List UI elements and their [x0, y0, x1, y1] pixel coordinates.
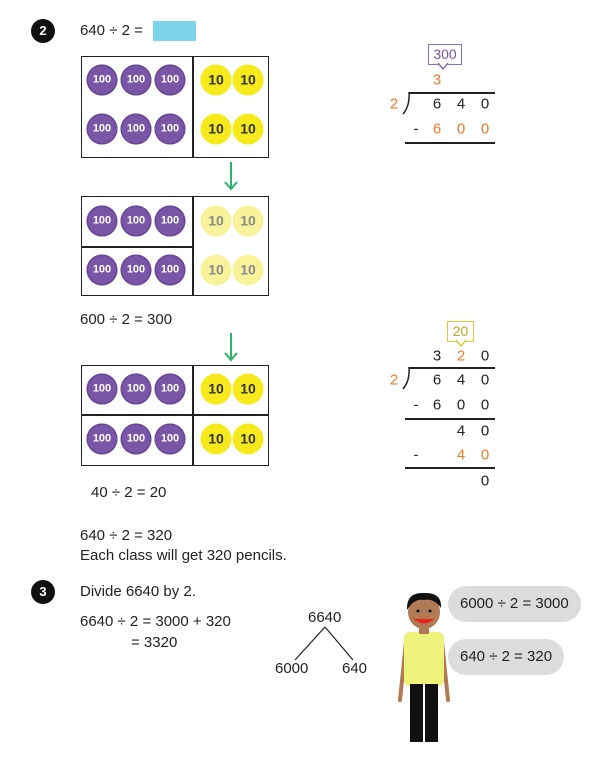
- hint-box: 20: [447, 321, 474, 342]
- division-line: [405, 142, 495, 144]
- division-line: [405, 467, 495, 469]
- ten-counter: 10: [200, 205, 232, 237]
- ten-counter: 10: [200, 423, 232, 455]
- dividend-digit: 4: [456, 371, 466, 389]
- divider: [192, 365, 194, 466]
- ten-counter: 10: [232, 254, 264, 286]
- hundred-counter: 100: [120, 64, 152, 96]
- ten-counter: 10: [200, 113, 232, 145]
- division-bar: [409, 92, 495, 94]
- hundred-counter: 100: [154, 113, 186, 145]
- number-bond-lines: [294, 626, 354, 661]
- dividend-digit: 6: [432, 95, 442, 113]
- speech-bubble: 640 ÷ 2 = 320: [448, 639, 565, 675]
- quotient-digit: 3: [432, 347, 442, 365]
- ten-counter: 10: [232, 205, 264, 237]
- question-number-2: 2: [31, 19, 55, 43]
- ten-counter: 10: [232, 64, 264, 96]
- subtract-digit: 6: [432, 396, 442, 414]
- remainder-digit: 4: [456, 422, 466, 440]
- ten-counter: 10: [232, 373, 264, 405]
- minus-sign: -: [413, 446, 419, 464]
- divisor: 2: [389, 95, 399, 113]
- answer-blank[interactable]: [153, 21, 196, 41]
- hundred-counter: 100: [120, 423, 152, 455]
- ten-counter: 10: [232, 423, 264, 455]
- hundred-counter: 100: [154, 205, 186, 237]
- ten-counter: 10: [200, 64, 232, 96]
- ten-counter: 10: [200, 373, 232, 405]
- subtract-digit: 0: [480, 446, 490, 464]
- q3-prompt: Divide 6640 by 2.: [80, 583, 196, 600]
- subtract-digit: 0: [456, 120, 466, 138]
- tree-left: 6000: [275, 660, 309, 677]
- subtract-digit: 0: [456, 396, 466, 414]
- answer-sentence: Each class will get 320 pencils.: [80, 547, 287, 564]
- boy-character: [398, 592, 450, 742]
- arrow-down-icon: [224, 162, 238, 191]
- q3-working: 6640 ÷ 2 = 3000 + 320: [80, 613, 231, 630]
- hundred-counter: 100: [86, 373, 118, 405]
- hundred-counter: 100: [154, 373, 186, 405]
- hundred-counter: 100: [120, 113, 152, 145]
- speech-bubble: 6000 ÷ 2 = 3000: [448, 586, 581, 622]
- question-number-3: 3: [31, 580, 55, 604]
- arrow-down-icon: [224, 333, 238, 362]
- q3-answer: = 3320: [131, 634, 178, 651]
- subtract-digit: 0: [480, 120, 490, 138]
- hundred-counter: 100: [86, 205, 118, 237]
- place-value-chart-3: [81, 365, 269, 466]
- prompt: 640 ÷ 2 =: [80, 22, 143, 39]
- tree-right: 640: [342, 660, 368, 677]
- hundred-counter: 100: [120, 254, 152, 286]
- division-line: [405, 418, 495, 420]
- final-remainder: 0: [480, 472, 490, 490]
- divider: [192, 56, 194, 158]
- hundred-counter: 100: [120, 205, 152, 237]
- hint-box: 300: [428, 44, 462, 65]
- tree-top: 6640: [308, 609, 342, 626]
- division-bar: [409, 367, 495, 369]
- subtract-digit: 4: [456, 446, 466, 464]
- hundred-counter: 100: [154, 254, 186, 286]
- hundred-counter: 100: [86, 423, 118, 455]
- result: 640 ÷ 2 = 320: [80, 527, 173, 544]
- minus-sign: -: [413, 120, 419, 138]
- remainder-digit: 0: [480, 422, 490, 440]
- subtract-digit: 0: [480, 396, 490, 414]
- minus-sign: -: [413, 396, 419, 414]
- dividend-digit: 0: [480, 95, 490, 113]
- ten-counter: 10: [200, 254, 232, 286]
- dividend-digit: 0: [480, 371, 490, 389]
- subtract-digit: 6: [432, 120, 442, 138]
- callout-pointer: [455, 340, 467, 348]
- hundred-counter: 100: [86, 64, 118, 96]
- ten-counter: 10: [232, 113, 264, 145]
- division-bracket: [402, 367, 410, 390]
- quotient-digit: 2: [456, 347, 466, 365]
- step-tens: 40 ÷ 2 = 20: [91, 484, 167, 501]
- dividend-digit: 4: [456, 95, 466, 113]
- dividend-digit: 6: [432, 371, 442, 389]
- divider: [81, 414, 269, 416]
- hundred-counter: 100: [154, 64, 186, 96]
- step-hundreds: 600 ÷ 2 = 300: [80, 311, 173, 328]
- callout-pointer: [437, 63, 449, 71]
- divider: [81, 246, 193, 248]
- hundred-counter: 100: [86, 254, 118, 286]
- hundred-counter: 100: [120, 373, 152, 405]
- quotient-digit: 3: [432, 71, 442, 89]
- hundred-counter: 100: [86, 113, 118, 145]
- division-bracket: [402, 92, 410, 115]
- place-value-chart-1: [81, 56, 269, 158]
- quotient-digit: 0: [480, 347, 490, 365]
- hundred-counter: 100: [154, 423, 186, 455]
- divisor: 2: [389, 371, 399, 389]
